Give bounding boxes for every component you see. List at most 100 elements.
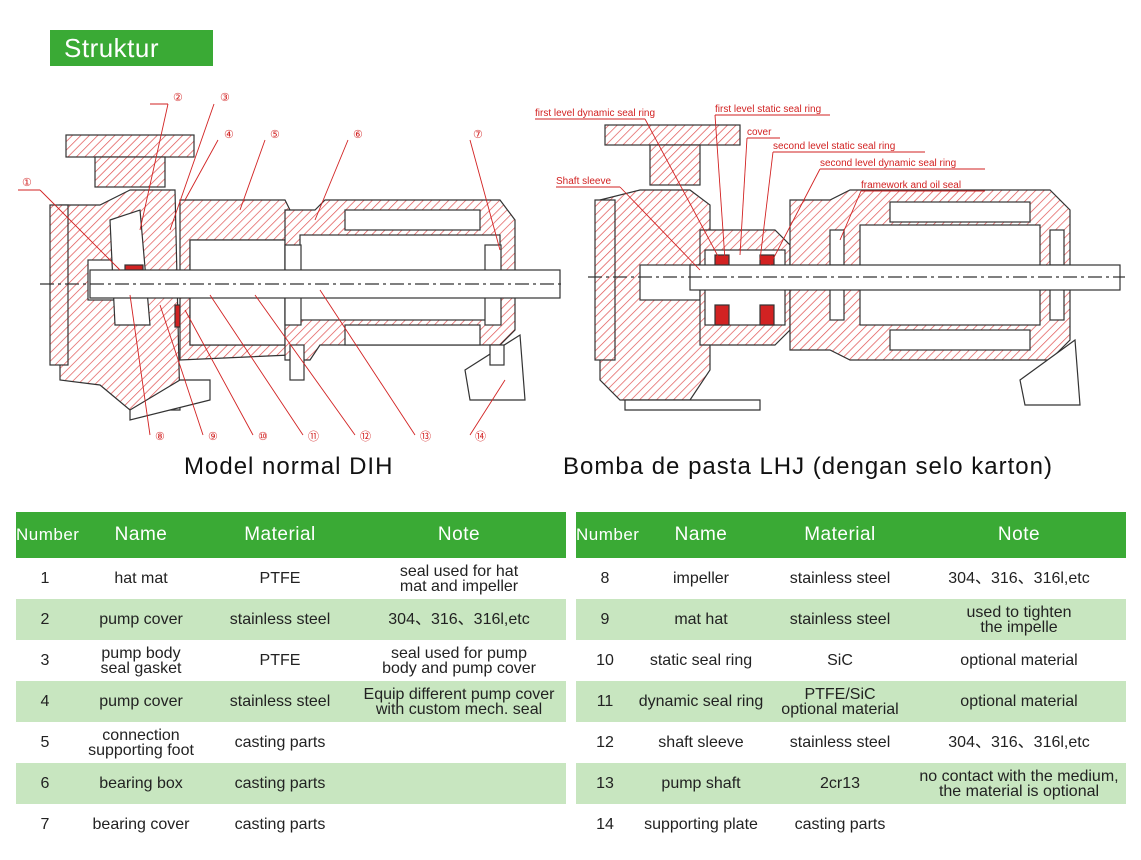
cell-name: impeller	[672, 570, 729, 587]
cell-material: SiC	[827, 652, 853, 669]
cell-number: 5	[40, 734, 50, 751]
table-header-row: Number Name Material Note	[576, 512, 1126, 558]
cell-material: stainless steel	[789, 734, 891, 751]
label-framework: framework and oil seal	[861, 180, 961, 191]
header-name: Name	[634, 512, 768, 558]
cell-number: 8	[600, 570, 610, 587]
cell-note	[352, 763, 566, 804]
cell-name: dynamic seal ring	[634, 681, 768, 722]
cell-note: optional material	[960, 652, 1078, 669]
cell-name: bearing cover	[92, 816, 190, 833]
cell-number: 9	[576, 599, 634, 640]
cell-name: shaft sleeve	[658, 734, 744, 751]
cell-note: used to tighten the impelle	[912, 599, 1126, 640]
table-row: 7 bearing cover casting parts	[16, 804, 566, 845]
table-row: 12 shaft sleeve stainless steel 304、316、316…	[576, 722, 1126, 763]
label-second-dynamic: second level dynamic seal ring	[820, 158, 956, 169]
table-row: 1 hat mat PTFE seal used for hat mat and im…	[16, 558, 566, 599]
cell-material: casting parts	[208, 763, 352, 804]
cell-material: PTFE/SiC optional material	[768, 681, 912, 722]
cell-number: 1	[40, 570, 50, 587]
cell-note: seal used for pump body and pump cover	[382, 644, 536, 677]
left-pump-drawing	[40, 134, 565, 421]
cell-name: hat mat	[114, 570, 168, 587]
callout-10: ⑩	[258, 431, 268, 443]
cell-number: 13	[576, 763, 634, 804]
callout-8: ⑧	[155, 431, 165, 443]
cell-name: pump cover	[74, 681, 208, 722]
header-material: Material	[768, 512, 912, 558]
cell-number: 11	[576, 681, 634, 722]
header-name: Name	[74, 512, 208, 558]
cell-number: 4	[16, 681, 74, 722]
right-pump-drawing	[588, 124, 1125, 411]
pump-cross-section-drawings: ① ② ③ ④ ⑤ ⑥ ⑦ ⑧ ⑨ ⑩ ⑪ ⑫ ⑬ ⑭	[18, 92, 1125, 443]
cell-material: 2cr13	[768, 763, 912, 804]
right-diagram-caption: Bomba de pasta LHJ (dengan selo karton)	[563, 453, 1053, 480]
callout-2: ②	[173, 92, 183, 104]
cell-name: connection supporting foot	[88, 726, 194, 759]
cell-note	[352, 804, 566, 845]
callout-11: ⑪	[308, 430, 319, 443]
callout-12: ⑫	[360, 430, 371, 443]
callout-4: ④	[224, 129, 234, 141]
cell-name: bearing box	[74, 763, 208, 804]
cell-name: pump cover	[74, 599, 208, 640]
callout-3: ③	[220, 92, 230, 104]
label-first-static: first level static seal ring	[715, 104, 821, 115]
cell-note: no contact with the medium, the material…	[912, 763, 1126, 804]
cell-note	[912, 804, 1126, 845]
callout-9: ⑨	[208, 431, 218, 443]
cell-name: pump body seal gasket	[100, 644, 182, 677]
header-number: Number	[16, 512, 79, 558]
cell-note: 304、316、316l,etc	[948, 570, 1090, 587]
header-note: Note	[352, 512, 566, 558]
callout-1: ①	[22, 177, 32, 189]
callout-6: ⑥	[353, 129, 363, 141]
cell-material: casting parts	[234, 816, 326, 833]
cell-number: 7	[40, 816, 50, 833]
callout-13: ⑬	[420, 430, 431, 443]
cell-note: 304、316、316l,etc	[352, 599, 566, 640]
cell-material: casting parts	[234, 734, 326, 751]
cell-name: supporting plate	[644, 816, 758, 833]
cell-number: 12	[596, 734, 614, 751]
cell-material: PTFE	[259, 652, 301, 669]
table-header-row: Number Name Material Note	[16, 512, 566, 558]
cell-material: stainless steel	[208, 599, 352, 640]
cell-note: 304、316、316l,etc	[948, 734, 1090, 751]
cell-number: 10	[596, 652, 614, 669]
left-diagram-caption: Model normal DIH	[184, 453, 394, 480]
cell-note	[352, 722, 566, 763]
callout-5: ⑤	[270, 129, 280, 141]
left-callouts: ① ② ③ ④ ⑤ ⑥ ⑦ ⑧ ⑨ ⑩ ⑪ ⑫ ⑬ ⑭	[22, 92, 486, 443]
left-leader-lines	[18, 103, 506, 436]
cell-material: stainless steel	[789, 570, 891, 587]
cell-material: stainless steel	[768, 599, 912, 640]
cell-material: casting parts	[794, 816, 886, 833]
cell-note: seal used for hat mat and impeller	[399, 562, 519, 595]
label-first-dynamic: first level dynamic seal ring	[535, 108, 655, 119]
cell-name: static seal ring	[649, 652, 753, 669]
label-second-static: second level static seal ring	[773, 141, 895, 152]
table-row: 10 static seal ring SiC optional material	[576, 640, 1126, 681]
cell-name: pump shaft	[634, 763, 768, 804]
cell-material: stainless steel	[208, 681, 352, 722]
right-labels: first level dynamic seal ring first leve…	[535, 104, 961, 191]
right-leader-lines	[535, 114, 985, 271]
label-shaft-sleeve: Shaft sleeve	[556, 176, 611, 187]
callout-14: ⑭	[475, 430, 486, 443]
section-title-badge: Struktur	[50, 30, 213, 66]
cell-note: optional material	[912, 681, 1126, 722]
cell-name: mat hat	[634, 599, 768, 640]
cell-number: 6	[16, 763, 74, 804]
table-row: 5 connection supporting foot casting parts	[16, 722, 566, 763]
header-note: Note	[912, 512, 1126, 558]
cell-material: PTFE	[259, 570, 301, 587]
